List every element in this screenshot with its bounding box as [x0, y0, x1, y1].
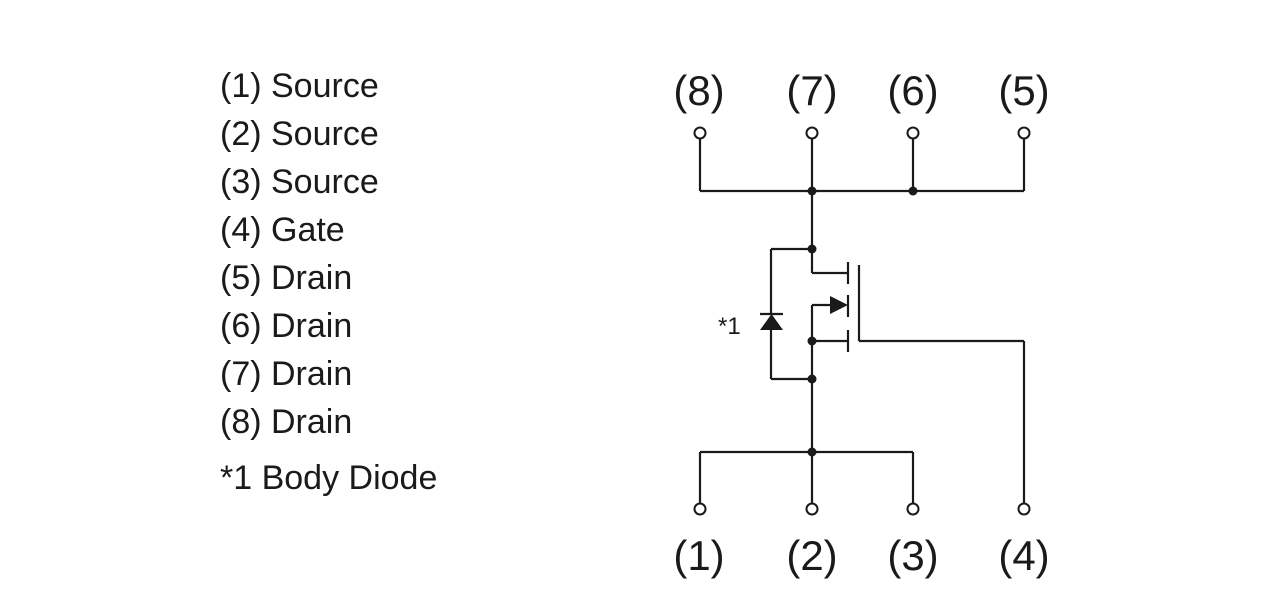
bottom-pin-label-4: (4): [998, 532, 1049, 579]
junction-dot: [807, 374, 817, 384]
pin-item-4: (4) Gate: [220, 211, 345, 249]
top-pin-label-7: (7): [786, 67, 837, 114]
mosfet-symbol: [810, 249, 1026, 503]
terminal-3: [906, 502, 920, 516]
pin-list: (1) Source (2) Source (3) Source (4) Gat…: [220, 62, 379, 446]
junction-dot: [807, 447, 817, 457]
drain-bus: [698, 139, 1026, 249]
pin-item-3: (3) Source: [220, 163, 379, 201]
junction-dot: [807, 336, 817, 346]
pin-item-6: (6) Drain: [220, 307, 353, 345]
terminal-1: [693, 502, 707, 516]
top-pin-label-6: (6): [887, 67, 938, 114]
source-bus: [698, 450, 915, 503]
bottom-pin-label-1: (1): [673, 532, 724, 579]
terminal-7: [805, 126, 819, 140]
top-pin-label-8: (8): [673, 67, 724, 114]
junction-dot: [807, 244, 817, 254]
arrow-icon: [830, 296, 848, 314]
top-pin-label-5: (5): [998, 67, 1049, 114]
diode-marker: *1: [718, 313, 741, 340]
bottom-pin-label-2: (2): [786, 532, 837, 579]
pin-item-5: (5) Drain: [220, 259, 353, 297]
junction-dot: [908, 186, 918, 196]
terminal-8: [693, 126, 707, 140]
body-diode: [760, 247, 812, 381]
pin-item-1: (1) Source: [220, 67, 379, 105]
terminal-6: [906, 126, 920, 140]
diode-icon: [760, 314, 783, 330]
body-diode-note: *1 Body Diode: [220, 459, 438, 497]
bottom-pin-label-3: (3): [887, 532, 938, 579]
pin-item-8: (8) Drain: [220, 403, 353, 441]
terminal-4: [1017, 502, 1031, 516]
terminal-5: [1017, 126, 1031, 140]
terminal-2: [805, 502, 819, 516]
pin-item-7: (7) Drain: [220, 355, 353, 393]
junction-dot: [807, 186, 817, 196]
pin-item-2: (2) Source: [220, 115, 379, 153]
